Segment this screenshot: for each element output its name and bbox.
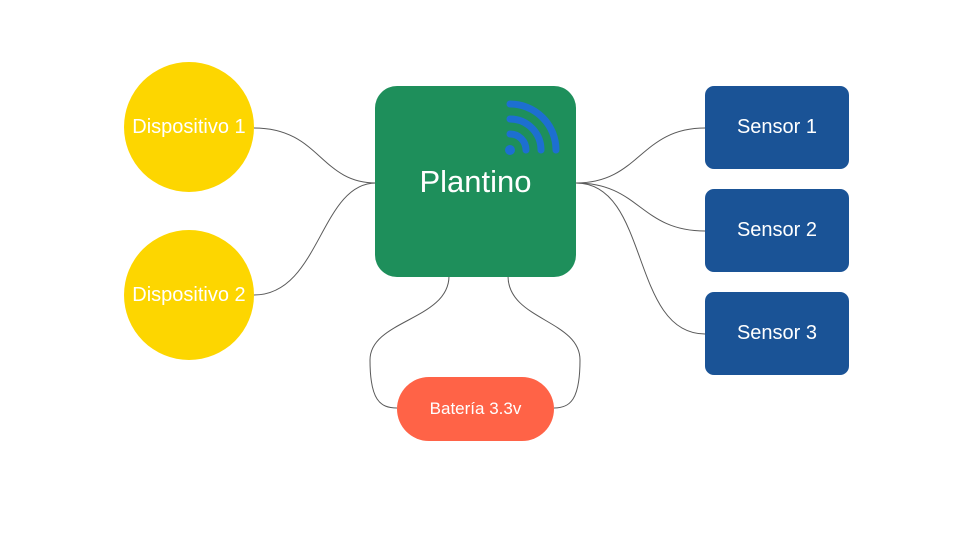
connector-hub-device-2 bbox=[253, 182, 377, 296]
sensor-label-1: Sensor 1 bbox=[736, 116, 818, 138]
sensor-node-2: Sensor 2 bbox=[705, 189, 849, 272]
device-label-2: Dispositivo 2 bbox=[132, 283, 246, 306]
battery-node: Batería 3.3v bbox=[397, 377, 554, 441]
sensor-node-3: Sensor 3 bbox=[705, 292, 849, 375]
connector-hub-sensor-3 bbox=[575, 182, 706, 335]
battery-label: Batería 3.3v bbox=[429, 399, 522, 418]
connector-hub-device-1 bbox=[253, 127, 377, 184]
connector-hub-battery-right bbox=[507, 275, 581, 409]
wifi-icon bbox=[505, 100, 560, 155]
sensor-node-1: Sensor 1 bbox=[705, 86, 849, 169]
connector-hub-sensor-2 bbox=[575, 182, 706, 232]
device-node-1: Dispositivo 1 bbox=[124, 62, 254, 192]
device-label-1: Dispositivo 1 bbox=[132, 115, 246, 138]
hub-label: Plantino bbox=[419, 163, 532, 199]
sensor-label-3: Sensor 3 bbox=[736, 322, 818, 344]
connector-hub-sensor-1 bbox=[575, 127, 706, 184]
sensor-label-2: Sensor 2 bbox=[736, 219, 818, 241]
connector-hub-battery-left bbox=[369, 275, 450, 409]
device-node-2: Dispositivo 2 bbox=[124, 230, 254, 360]
hub-node: Plantino bbox=[375, 86, 576, 277]
